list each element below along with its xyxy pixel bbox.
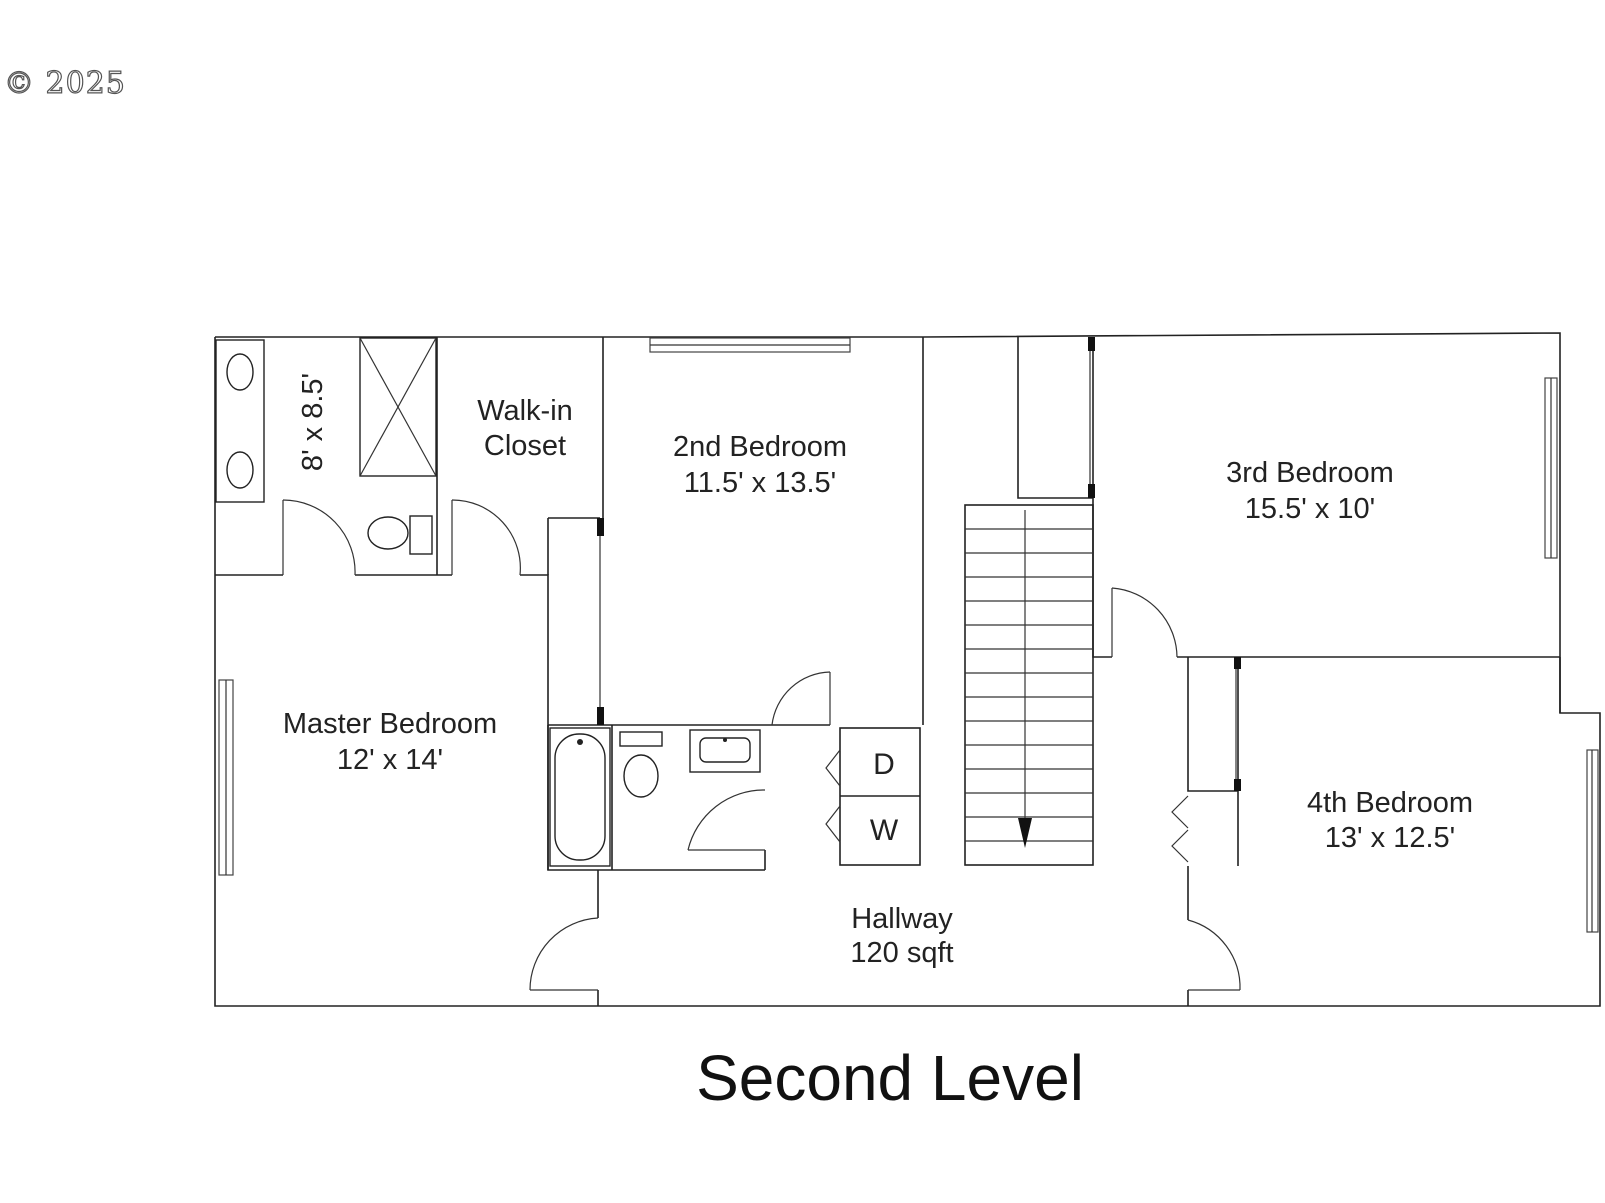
interior-walls [215,337,1561,1006]
door-swings [282,499,1241,991]
windows [218,337,1599,933]
closet-label-2: Closet [484,430,566,462]
hallway-name: Hallway [851,903,953,935]
sink-icon [226,451,254,489]
toilet-icon [367,515,433,555]
bathtub-icon [549,727,611,867]
stair-arrow-icon [1018,818,1032,848]
hallway-dims: 120 sqft [850,937,953,969]
washer-label: W [870,814,899,847]
floor-title: Second Level [696,1042,1084,1114]
bed2-name: 2nd Bedroom [673,431,847,463]
closet-doors [597,337,1241,863]
bed4-name: 4th Bedroom [1307,787,1473,819]
bed4-dims: 13' x 12.5' [1325,822,1455,854]
dryer-label: D [873,748,895,781]
closet-label-1: Walk-in [477,395,573,427]
outer-walls [214,332,1601,1007]
shower-icon [359,337,437,477]
bath-dims: 8' x 8.5' [297,373,329,471]
copyright-watermark: © 2025 [3,65,126,101]
master-bath-fixtures [215,337,437,555]
bed3-dims: 15.5' x 10' [1245,493,1375,525]
master-name: Master Bedroom [283,708,497,740]
toilet-icon [619,731,663,798]
master-dims: 12' x 14' [337,744,443,776]
sink-icon [689,729,761,773]
sink-icon [226,353,254,391]
hall-bath-fixtures [549,727,761,867]
stairs [965,510,1093,842]
bed3-name: 3rd Bedroom [1226,457,1394,489]
bed2-dims: 11.5' x 13.5' [684,467,836,499]
